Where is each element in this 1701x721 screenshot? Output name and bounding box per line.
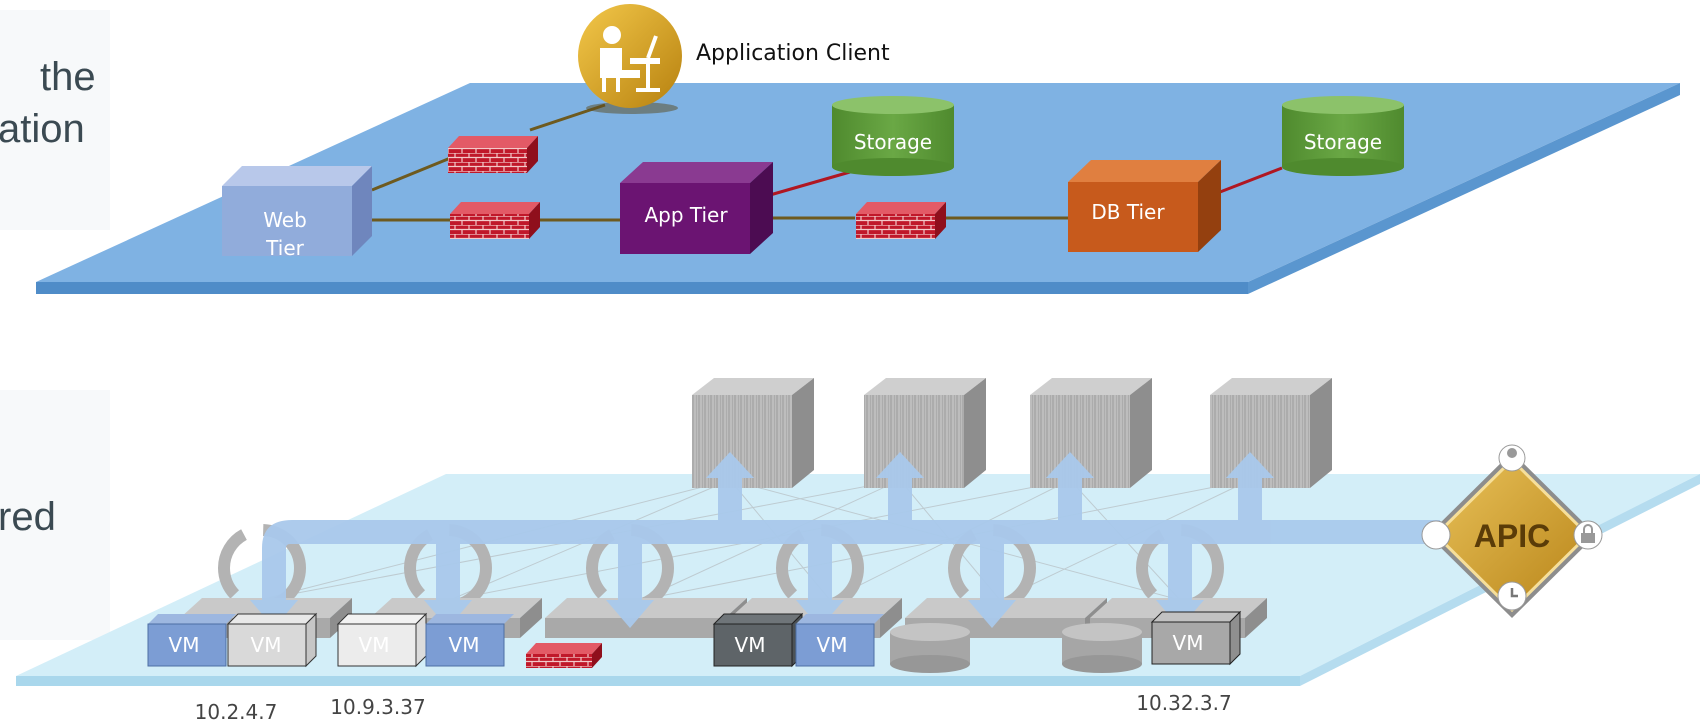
- logical-plane: [36, 83, 1680, 294]
- vm-label: VM: [359, 633, 390, 657]
- vm-label: VM: [449, 633, 480, 657]
- storage-cylinder-1: Storage: [832, 96, 954, 176]
- firewall-icon: [856, 202, 946, 239]
- app-tier-box: App Tier: [620, 162, 773, 254]
- apic-controller-icon: APIC: [1421, 444, 1603, 618]
- vm-box: VM: [795, 614, 884, 667]
- vm-label: VM: [1173, 631, 1204, 655]
- ip-label: 10.2.4.7: [195, 700, 278, 721]
- storage-2-label: Storage: [1304, 130, 1382, 154]
- web-tier-label-2: Tier: [265, 236, 304, 260]
- firewall-icon: [450, 202, 540, 239]
- top-side-text-line-1: the: [40, 55, 96, 99]
- vm-label: VM: [251, 633, 282, 657]
- vm-box: VM: [226, 612, 318, 668]
- vm-box: VM: [1150, 610, 1242, 666]
- firewall-icon: [526, 643, 602, 668]
- storage-disk: [1062, 623, 1142, 673]
- top-side-text-line-2: ation: [0, 107, 85, 151]
- vm-label: VM: [735, 633, 766, 657]
- top-side-panel: [0, 10, 110, 230]
- vm-box: VM: [712, 612, 804, 668]
- bottom-side-text-line-1: red: [0, 495, 56, 539]
- apic-label: APIC: [1474, 518, 1550, 554]
- vm-box: VM: [425, 614, 514, 667]
- bottom-side-panel: [0, 390, 110, 640]
- vm-label: VM: [169, 633, 200, 657]
- web-tier-label-1: Web: [263, 208, 307, 232]
- app-tier-label: App Tier: [644, 203, 728, 227]
- policy-arrows: [250, 452, 1440, 628]
- web-tier-box: Web Tier: [222, 166, 372, 260]
- spine-switch: [1030, 378, 1152, 488]
- storage-1-label: Storage: [854, 130, 932, 154]
- vm-label: VM: [817, 633, 848, 657]
- ip-label: 10.32.3.7: [1136, 691, 1231, 715]
- spine-switch: [1210, 378, 1332, 488]
- spine-switch: [692, 378, 814, 488]
- storage-disk: [890, 623, 970, 673]
- application-client-label: Application Client: [696, 41, 890, 66]
- person-at-desk-icon: [578, 4, 682, 114]
- vm-box: VM: [336, 612, 428, 668]
- storage-cylinder-2: Storage: [1282, 96, 1404, 176]
- db-tier-box: DB Tier: [1068, 160, 1221, 252]
- ip-label: 10.9.3.37: [330, 695, 425, 719]
- vm-box: VM: [147, 614, 236, 667]
- firewall-icon: [448, 136, 538, 173]
- db-tier-label: DB Tier: [1091, 200, 1165, 224]
